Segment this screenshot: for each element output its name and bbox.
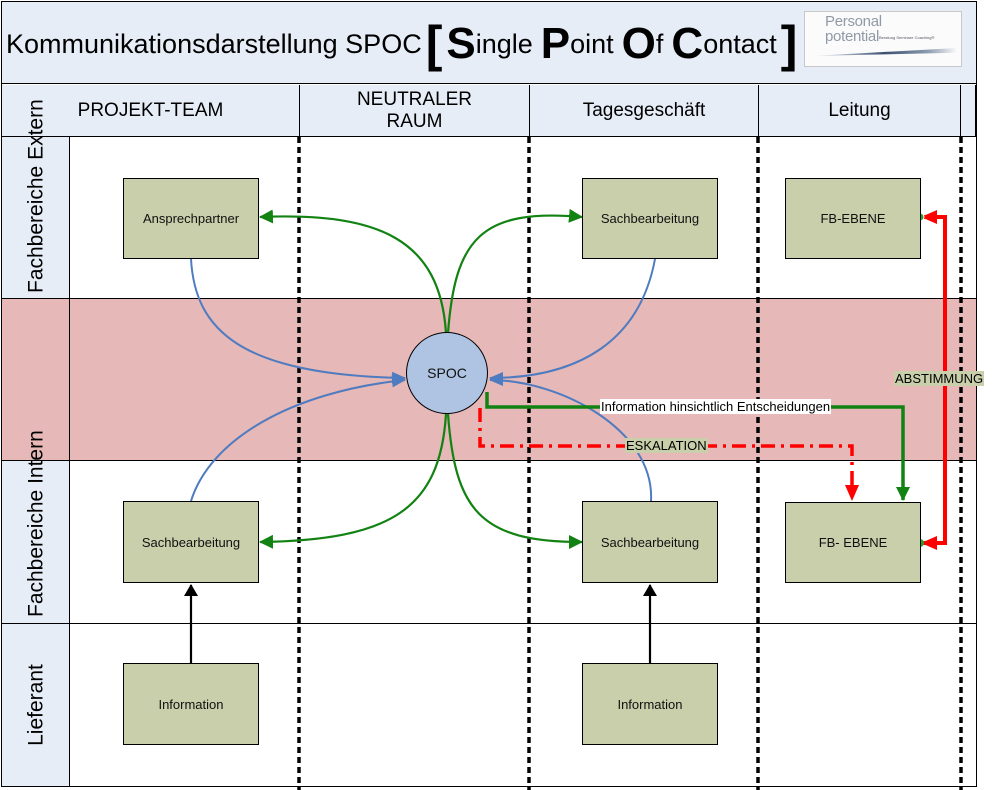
column-header-label: PROJEKT-TEAM bbox=[77, 99, 224, 121]
title-rest-o: f bbox=[655, 28, 664, 59]
logo-tagline: Beratung Seminare Coaching® bbox=[879, 35, 935, 40]
connector-spoc-sach-intern-right bbox=[446, 413, 583, 549]
logo-bridge-graphic bbox=[811, 48, 957, 56]
title-rest-c: ontact bbox=[703, 28, 777, 59]
column-header-neutraler-raum: NEUTRALER RAUM bbox=[300, 85, 530, 137]
node-spoc[interactable]: SPOC bbox=[406, 332, 488, 414]
label-information-entscheidungen: Information hinsichtlich Entscheidungen bbox=[600, 399, 832, 414]
node-label: Sachbearbeitung bbox=[141, 534, 241, 550]
node-information-right[interactable]: Information bbox=[582, 663, 718, 745]
node-label: Information bbox=[158, 696, 224, 712]
label-abstimmung: ABSTIMMUNG bbox=[894, 371, 985, 386]
node-label: Ansprechpartner bbox=[142, 211, 240, 226]
node-label: FB-EBENE bbox=[820, 211, 886, 226]
logo-line1: Personal bbox=[825, 13, 882, 30]
column-header-spacer bbox=[961, 85, 976, 137]
logo-line2: potential bbox=[825, 28, 880, 45]
label-eskalation: ESKALATION bbox=[625, 438, 708, 453]
node-label: Sachbearbeitung bbox=[600, 211, 700, 226]
node-fb-ebene-bottom[interactable]: FB- EBENE bbox=[785, 502, 921, 583]
column-header-label: NEUTRALER RAUM bbox=[356, 88, 473, 132]
connector-spoc-sach-extern bbox=[446, 208, 583, 334]
connector-abstimmung-top bbox=[921, 210, 947, 380]
connector-eskalation bbox=[478, 408, 859, 501]
connector-sach-intern-right-spoc bbox=[489, 374, 653, 502]
row-label-fachbereiche-extern: Fachbereiche Extern bbox=[2, 99, 70, 299]
row-label-central bbox=[2, 299, 70, 461]
row-band-central bbox=[70, 299, 976, 461]
title-initial-s: S bbox=[446, 19, 476, 68]
title-open-bracket: [ bbox=[425, 16, 443, 72]
node-label: Information bbox=[617, 696, 683, 712]
row-label-lieferant: Lieferant bbox=[2, 624, 70, 786]
row-label-fachbereiche-intern: Fachbereiche Intern bbox=[2, 430, 70, 624]
node-label: SPOC bbox=[427, 365, 467, 381]
column-header-tagesgeschaeft: Tagesgeschäft bbox=[530, 85, 759, 137]
connector-spoc-sach-intern-left bbox=[259, 413, 448, 549]
connector-sach-intern-left-spoc bbox=[190, 375, 406, 502]
title-rest-s: ingle bbox=[475, 28, 533, 59]
diagram-frame bbox=[1, 1, 977, 787]
column-header-leitung: Leitung bbox=[759, 85, 961, 137]
node-sachbearbeitung-intern-right[interactable]: Sachbearbeitung bbox=[582, 501, 718, 583]
connector-ansprechpartner-spoc bbox=[190, 258, 406, 384]
column-header-label: Tagesgeschäft bbox=[582, 99, 706, 121]
column-header-label: Leitung bbox=[828, 99, 891, 121]
connector-abstimmung-bottom bbox=[921, 380, 947, 550]
title-initial-p: P bbox=[540, 19, 571, 68]
node-label: FB- EBENE bbox=[818, 535, 888, 550]
node-sachbearbeitung-intern-left[interactable]: Sachbearbeitung bbox=[123, 501, 259, 583]
node-label: Sachbearbeitung bbox=[600, 534, 700, 550]
node-information-left[interactable]: Information bbox=[123, 663, 259, 745]
title-initial-c: C bbox=[671, 19, 704, 68]
title-close-bracket: ] bbox=[780, 16, 798, 72]
column-header-projekt-team: PROJEKT-TEAM bbox=[2, 85, 300, 137]
node-fb-ebene-top[interactable]: FB-EBENE bbox=[785, 178, 921, 259]
company-logo: Personal potential Beratung Seminare Coa… bbox=[804, 11, 962, 67]
connector-sach-extern-spoc bbox=[489, 258, 656, 384]
title-rest-p: oint bbox=[570, 28, 614, 59]
node-sachbearbeitung-extern[interactable]: Sachbearbeitung bbox=[582, 178, 718, 259]
title-prefix: Kommunikationsdarstellung SPOC bbox=[6, 28, 422, 59]
title-initial-o: O bbox=[621, 19, 656, 68]
node-ansprechpartner[interactable]: Ansprechpartner bbox=[123, 178, 259, 259]
connector-spoc-ansprechpartner bbox=[259, 209, 448, 334]
